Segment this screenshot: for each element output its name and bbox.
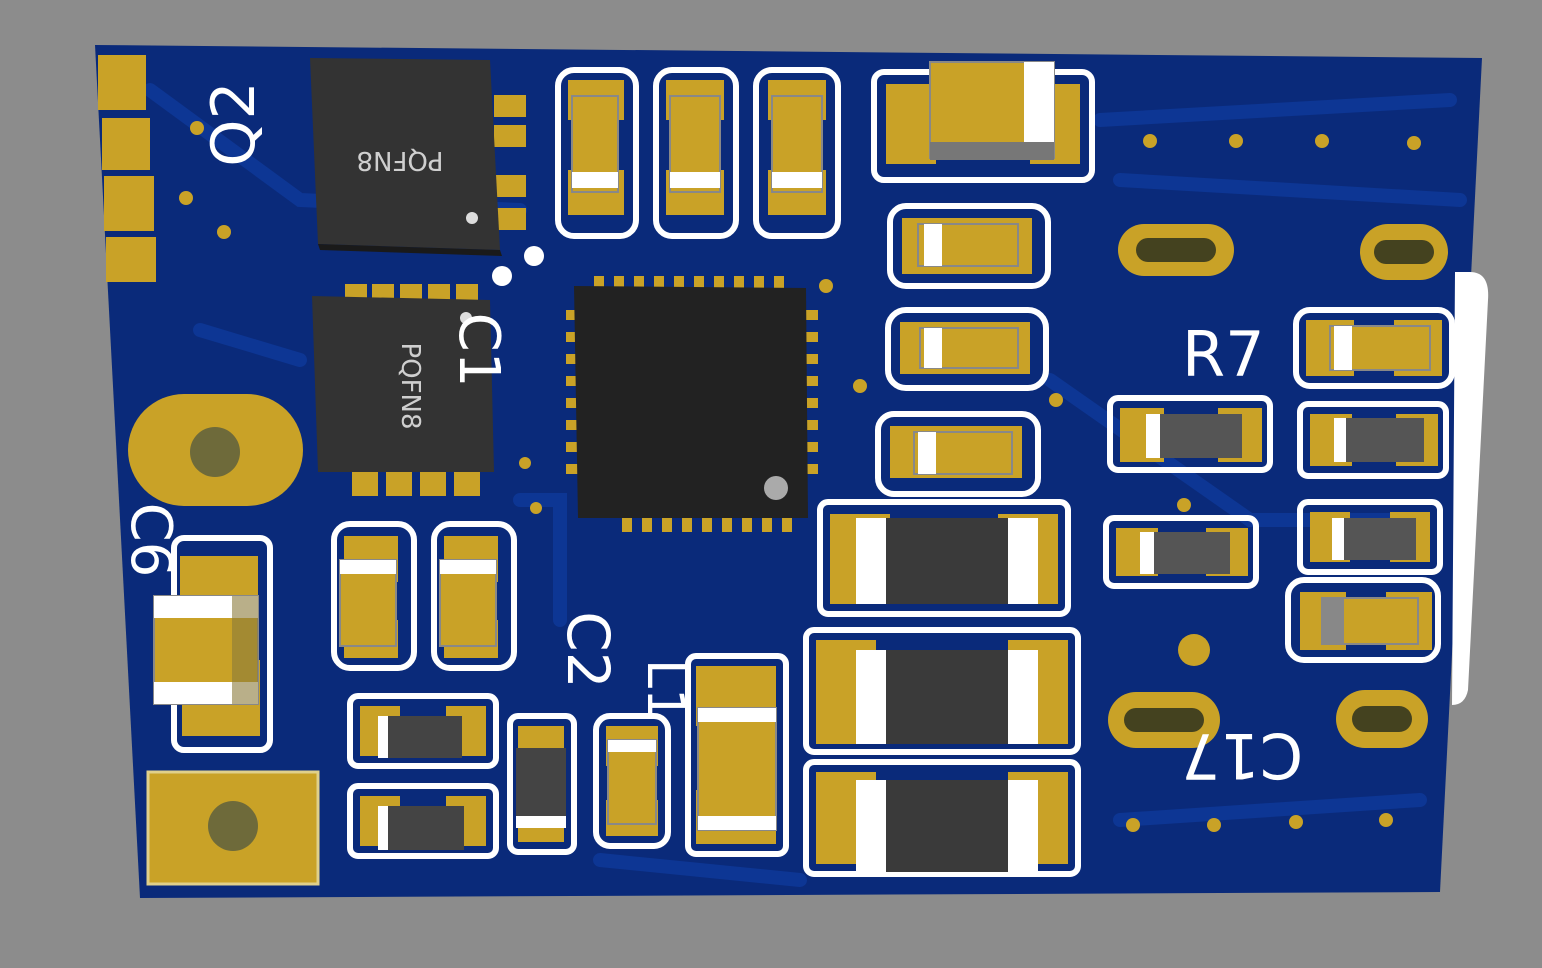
c1-label: C1: [446, 313, 511, 388]
silkscreen-labels: Q2 R7 C17 C2 C6 C1 L1: [118, 81, 1303, 792]
q1-mosfet: PQFN8: [312, 284, 494, 496]
board-tab: [1452, 272, 1489, 705]
c17-label: C17: [1181, 719, 1303, 792]
mcu-qfn: [566, 276, 818, 532]
c6-capacitor: [153, 535, 273, 753]
r7-label: R7: [1182, 318, 1265, 391]
pin-markers: [492, 246, 544, 286]
q2-package-label: PQFN8: [356, 145, 443, 175]
right-components: [1103, 307, 1455, 663]
q1-package-label: PQFN8: [395, 342, 425, 429]
top-bulk-capacitor: [871, 61, 1095, 183]
l1-label: L1: [635, 659, 695, 721]
through-hole-pads: [128, 224, 1448, 886]
edge-connector: [98, 55, 156, 282]
middle-capacitors: [875, 203, 1051, 497]
vias: [179, 121, 1421, 832]
q2-mosfet: PQFN8: [310, 58, 526, 256]
lower-left-capacitors: [331, 521, 789, 859]
c6-label: C6: [118, 503, 183, 578]
top-capacitors: [555, 67, 841, 239]
q2-label: Q2: [199, 81, 269, 166]
c2-label: C2: [554, 611, 622, 688]
inductors: [803, 499, 1081, 877]
